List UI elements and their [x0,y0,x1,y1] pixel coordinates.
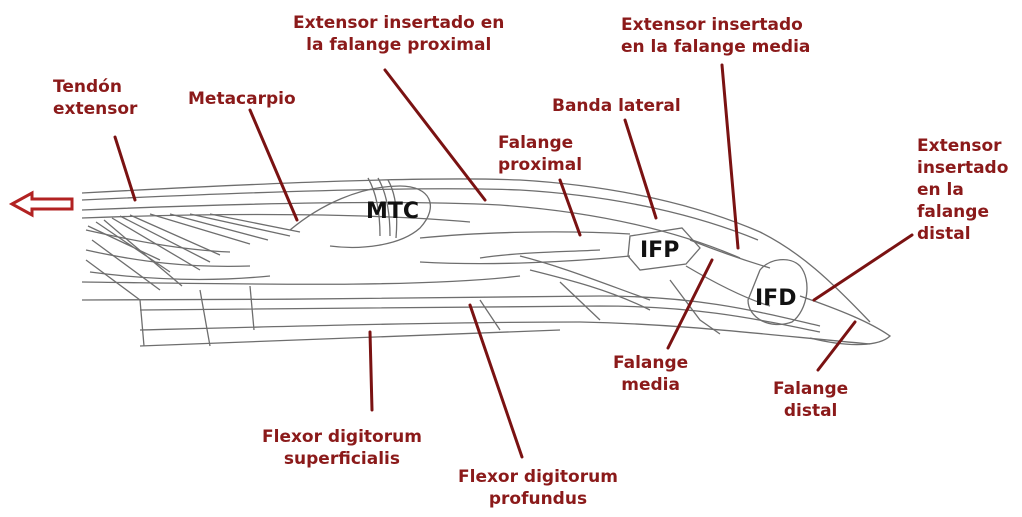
label-flexor-profundus: Flexor digitorum profundus [458,466,618,510]
label-line: Extensor insertado en [293,12,504,34]
label-line: Extensor [917,135,1008,157]
label-line: media [613,374,688,396]
label-metacarpio: Metacarpio [188,88,296,110]
label-line: Tendón [53,76,137,98]
label-line: falange [917,201,1008,223]
label-line: en la [917,179,1008,201]
label-line: Falange [613,352,688,374]
label-line: Metacarpio [188,88,296,110]
label-line: insertado [917,157,1008,179]
leader-falange-media [668,260,712,348]
label-line: la falange proximal [293,34,504,56]
joint-label-ifd: IFD [755,286,796,311]
label-extensor-falange-media: Extensor insertado en la falange media [621,14,810,58]
left-arrow-icon [12,193,72,215]
label-line: Falange [773,378,848,400]
label-flexor-superficialis: Flexor digitorum superficialis [262,426,422,470]
leader-flexor-superficialis [370,332,372,410]
label-extensor-falange-proximal: Extensor insertado en la falange proxima… [293,12,504,56]
label-line: extensor [53,98,137,120]
label-falange-proximal: Falange proximal [498,132,582,176]
finger-sketch [82,178,890,346]
label-line: profundus [458,488,618,510]
label-line: Flexor digitorum [458,466,618,488]
label-banda-lateral: Banda lateral [552,95,681,117]
label-line: superficialis [262,448,422,470]
label-extensor-falange-distal: Extensor insertado en la falange distal [917,135,1008,245]
leader-ext-falange-proximal [385,70,485,200]
label-falange-distal: Falange distal [773,378,848,422]
label-falange-media: Falange media [613,352,688,396]
joint-label-mtc: MTC [366,199,419,224]
label-line: Falange [498,132,582,154]
label-tendon-extensor: Tendón extensor [53,76,137,120]
leader-falange-distal [818,322,855,370]
label-line: distal [773,400,848,422]
leader-ext-falange-distal [814,235,912,300]
label-line: en la falange media [621,36,810,58]
label-line: Banda lateral [552,95,681,117]
joint-label-ifp: IFP [640,238,679,263]
label-line: Extensor insertado [621,14,810,36]
label-line: Flexor digitorum [262,426,422,448]
label-line: proximal [498,154,582,176]
label-line: distal [917,223,1008,245]
leader-falange-proximal [560,180,580,235]
leader-flexor-profundus [470,305,522,457]
